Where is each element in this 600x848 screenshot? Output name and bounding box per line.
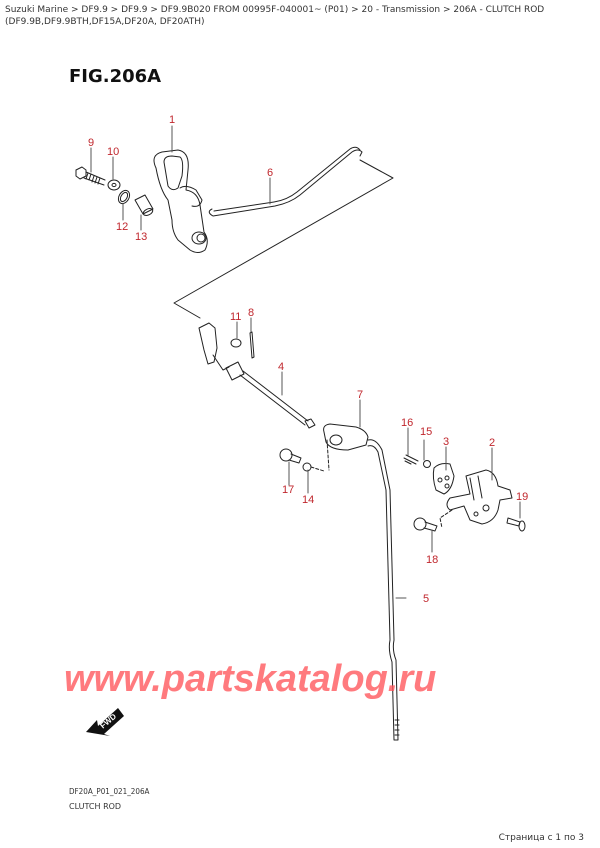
callout-10[interactable]: 10 bbox=[107, 146, 119, 158]
bracket-2-part bbox=[439, 469, 513, 529]
callout-labels: 1 2 3 4 5 6 7 8 9 10 11 12 13 14 15 16 1… bbox=[88, 114, 528, 605]
bolt-9-part bbox=[75, 166, 106, 186]
footer-figure-name: CLUTCH ROD bbox=[69, 802, 122, 811]
pager-text: Страница с 1 по 3 bbox=[498, 833, 584, 843]
watermark: www.partskatalog.ru bbox=[64, 658, 437, 700]
shaft-4-part bbox=[198, 322, 316, 429]
figure-title: FIG.206A bbox=[69, 66, 162, 87]
callout-14[interactable]: 14 bbox=[302, 494, 314, 506]
callout-7[interactable]: 7 bbox=[357, 389, 363, 401]
callout-6[interactable]: 6 bbox=[267, 167, 273, 179]
breadcrumb[interactable]: Suzuki Marine > DF9.9 > DF9.9 > DF9.9B02… bbox=[5, 5, 545, 27]
callout-18[interactable]: 18 bbox=[426, 554, 438, 566]
callout-3[interactable]: 3 bbox=[443, 436, 449, 448]
callout-8[interactable]: 8 bbox=[248, 307, 254, 319]
callout-15[interactable]: 15 bbox=[420, 426, 432, 438]
callout-16[interactable]: 16 bbox=[401, 417, 413, 429]
fwd-arrow-icon: FWD bbox=[86, 708, 124, 736]
callout-5[interactable]: 5 bbox=[423, 593, 429, 605]
callout-12[interactable]: 12 bbox=[116, 221, 128, 233]
callout-9[interactable]: 9 bbox=[88, 137, 94, 149]
callout-2[interactable]: 2 bbox=[489, 437, 495, 449]
joint-7-part bbox=[323, 423, 369, 471]
callout-1[interactable]: 1 bbox=[169, 114, 175, 126]
callout-17[interactable]: 17 bbox=[282, 484, 294, 496]
callout-13[interactable]: 13 bbox=[135, 231, 147, 243]
callout-11[interactable]: 11 bbox=[230, 311, 241, 323]
footer-figure-code: DF20A_P01_021_206A bbox=[69, 787, 150, 796]
lever-1-part bbox=[153, 149, 208, 253]
callout-4[interactable]: 4 bbox=[278, 361, 284, 373]
callout-19[interactable]: 19 bbox=[516, 491, 528, 503]
